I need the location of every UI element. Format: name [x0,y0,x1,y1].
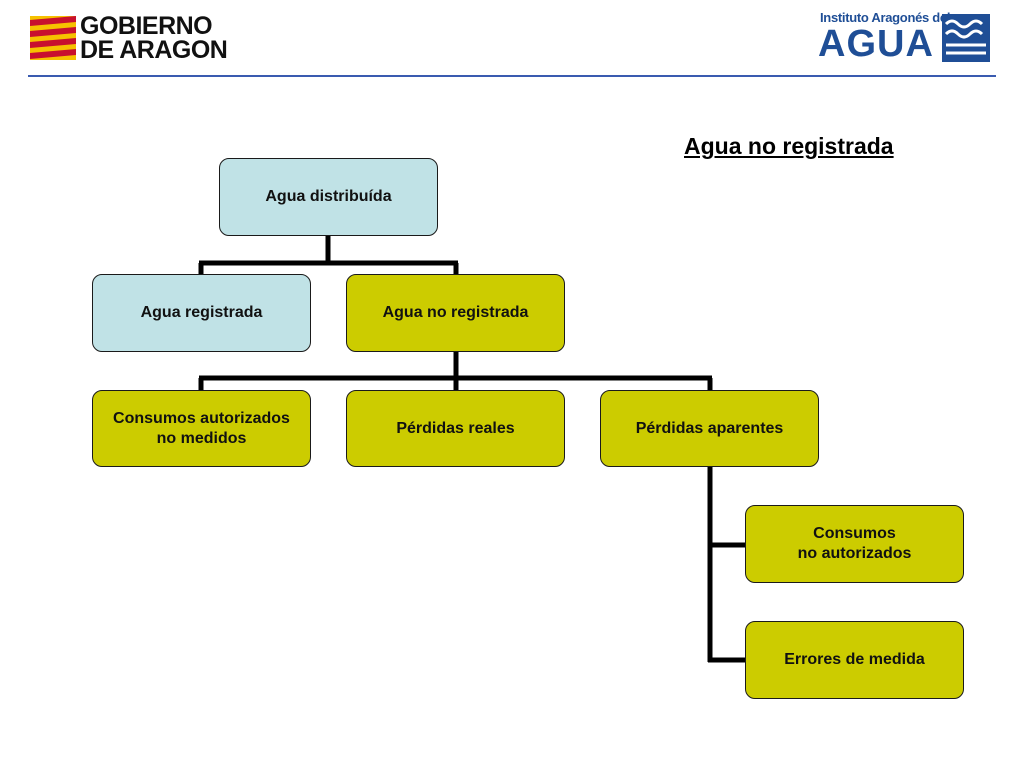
aragon-flag-icon [30,16,76,60]
water-waves-icon [942,14,990,62]
node-agua-registrada: Agua registrada [92,274,311,352]
node-consumos-autorizados-no-medidos: Consumos autorizados no medidos [92,390,311,467]
agua-logo-small-text: Instituto Aragonés del [820,10,951,25]
instituto-agua-logo: Instituto Aragonés del AGUA [818,10,994,66]
gobierno-logo-line1: GOBIERNO [80,12,213,40]
agua-logo-big-text: AGUA [818,23,934,65]
node-agua-no-registrada: Agua no registrada [346,274,565,352]
gobierno-aragon-logo: GOBIERNO DE ARAGON [30,14,240,64]
node-perdidas-aparentes: Pérdidas aparentes [600,390,819,467]
gobierno-logo-line2: DE ARAGON [80,36,228,64]
header-divider [28,75,996,77]
node-perdidas-reales: Pérdidas reales [346,390,565,467]
node-agua-distribuida: Agua distribuída [219,158,438,236]
slide-title: Agua no registrada [684,133,894,159]
node-errores-de-medida: Errores de medida [745,621,964,699]
node-consumos-no-autorizados: Consumos no autorizados [745,505,964,583]
gobierno-logo-text: GOBIERNO DE ARAGON [80,12,228,64]
